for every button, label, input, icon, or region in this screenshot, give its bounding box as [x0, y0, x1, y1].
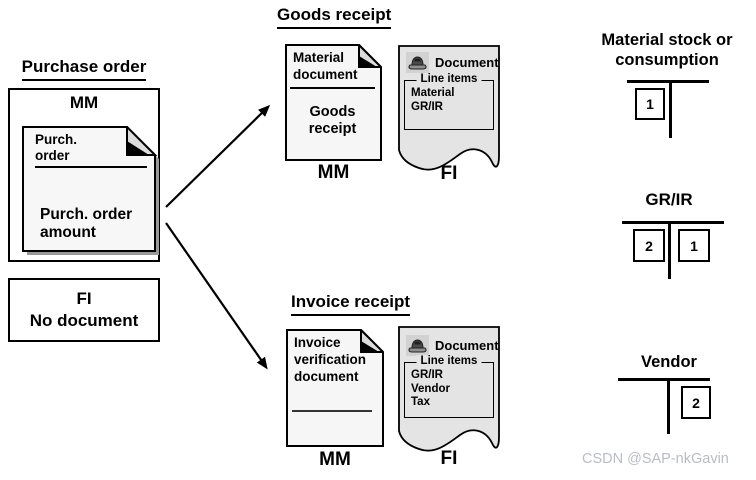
invoice-verification-document: Invoice verification document [286, 327, 386, 448]
document-shape [22, 124, 159, 255]
no-document-text: No document [29, 311, 139, 330]
document-shape [285, 42, 384, 161]
doc-divider [35, 166, 147, 168]
purchase-order-title: Purchase order [6, 57, 162, 81]
line-items-list: Material GR/IR [405, 81, 493, 114]
doc-header-line: Material [293, 50, 345, 65]
t-account-vertical-bar [668, 221, 671, 279]
fi-no-document-box: FI No document [8, 278, 160, 342]
line-items-list: GR/IR Vendor Tax [405, 363, 493, 410]
fi-module-label: FI [76, 289, 92, 308]
line-items-label: Line items [416, 73, 482, 85]
material-document-header: Material document [293, 49, 358, 83]
line-items-box: Line items Material GR/IR [404, 73, 494, 130]
doc-header-line: document [293, 67, 358, 82]
line-items-label: Line items [416, 355, 482, 367]
purchase-order-doc-body: Purch. order amount [40, 206, 132, 242]
line-item: GR/IR [411, 100, 443, 113]
invoice-receipt-title-text: Invoice receipt [291, 292, 411, 316]
t-account-horizontal-bar [627, 80, 709, 83]
arrow-to-goods-receipt [165, 104, 271, 208]
doc-header-line: Purch. [35, 132, 78, 147]
line-item: Tax [411, 396, 430, 408]
t-account-debit-entry: 1 [635, 88, 665, 120]
watermark: CSDN @SAP-nkGavin [582, 451, 729, 467]
t-account-title-gr-ir: GR/IR [645, 190, 693, 209]
goods-receipt-title-text: Goods receipt [277, 5, 392, 29]
t-account-horizontal-bar [618, 378, 710, 381]
t-account-debit-entry: 2 [633, 229, 665, 262]
doc-divider [290, 87, 375, 89]
line-item: Material [411, 87, 455, 99]
arrow-to-invoice-receipt [165, 222, 268, 370]
t-account-vertical-bar [667, 378, 670, 434]
fi-module-label: FI [440, 163, 458, 184]
fi-module-label: FI [440, 448, 458, 469]
doc-header-line: order [35, 148, 70, 163]
t-account-vertical-bar [669, 80, 672, 138]
doc-body-line: Purch. order [40, 206, 133, 223]
t-account-credit-entry: 2 [681, 386, 711, 419]
mm-module-label: MM [69, 93, 99, 112]
t-account-title-line: consumption [615, 51, 719, 69]
t-account-credit-entry: 1 [678, 229, 710, 262]
t-account-horizontal-bar [622, 221, 724, 224]
document-shape [286, 327, 386, 447]
t-account-title-line: Material stock or [601, 31, 733, 49]
material-document: Material document Goods receipt [285, 42, 384, 162]
purchase-order-box: MM Purch. order Purch. order amount [8, 88, 160, 262]
purchase-order-title-text: Purchase order [21, 57, 147, 81]
material-document-body: Goods receipt [285, 104, 380, 138]
mm-module-label: MM [319, 449, 351, 470]
line-item: Vendor [411, 382, 450, 395]
fi-document-invoice-receipt: Document Line items GR/IR Vendor Tax [397, 325, 501, 457]
invoice-document-text: Invoice verification document [294, 334, 366, 385]
fi-document-title: Document [435, 55, 499, 70]
line-item: GR/IR [411, 369, 443, 381]
doc-header-line: document [294, 369, 359, 384]
doc-body-line: Goods [309, 104, 356, 120]
mm-module-label: MM [317, 162, 350, 183]
doc-body-line: receipt [308, 121, 357, 137]
fi-document-title: Document [435, 338, 499, 353]
doc-divider [292, 410, 372, 412]
invoice-receipt-title: Invoice receipt [291, 292, 411, 316]
doc-body-line: amount [40, 224, 96, 241]
goods-receipt-title: Goods receipt [277, 5, 392, 29]
purchase-order-doc-header: Purch. order [35, 132, 77, 164]
purchase-order-document: Purch. order Purch. order amount [22, 124, 162, 258]
doc-header-line: Invoice [294, 335, 341, 350]
printer-icon [406, 52, 429, 73]
line-items-box: Line items GR/IR Vendor Tax [404, 355, 494, 418]
t-account-title-vendor: Vendor [641, 353, 697, 371]
printer-icon [406, 335, 429, 356]
t-account-title-material-stock: Material stock or consumption [578, 30, 756, 70]
fi-document-goods-receipt: Document Line items Material GR/IR [397, 44, 501, 176]
doc-header-line: verification [294, 352, 367, 367]
